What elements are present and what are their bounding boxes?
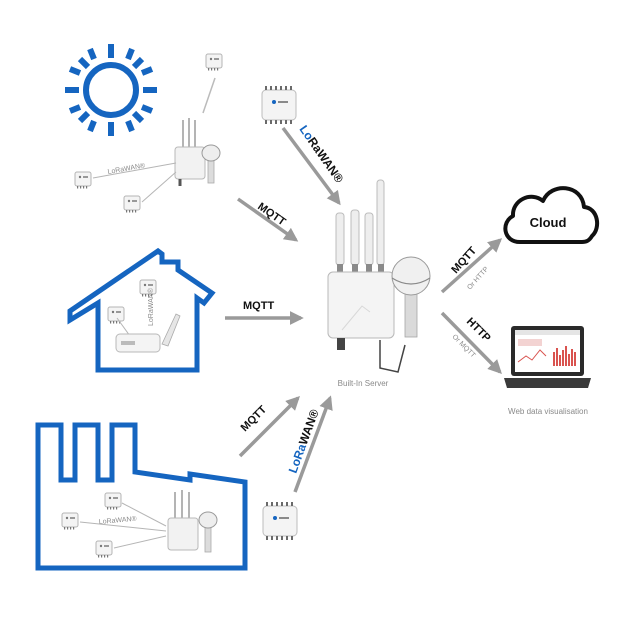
or-http-label: Or HTTP	[466, 266, 490, 292]
arrow-server-to-web	[440, 311, 502, 374]
sensor-icon	[107, 306, 125, 324]
factory-icon	[35, 422, 248, 571]
cloud-label: Cloud	[530, 215, 567, 230]
sun-icon	[65, 44, 157, 136]
lorawan-lo: Lo	[286, 456, 304, 475]
sensor-icon	[104, 492, 122, 510]
home-gateway-icon	[115, 313, 181, 353]
sensor-icon	[61, 512, 79, 530]
big-sensor-icon	[261, 85, 297, 125]
factory-gateway-icon	[167, 490, 218, 553]
arrow-server-to-cloud	[440, 238, 503, 294]
sensor-icon	[95, 540, 113, 558]
mqtt-label: MQTT	[243, 300, 274, 312]
lorawan-lo: Lo	[297, 123, 317, 143]
house-icon	[67, 247, 216, 373]
cloud-icon	[503, 186, 600, 244]
arrow-lorawan-bottom-to-server	[293, 395, 333, 493]
sensor-icon	[205, 53, 223, 71]
sensor-icon	[74, 171, 92, 189]
lorawan-small-label: LoRaWAN®	[107, 161, 147, 176]
big-sensor-icon	[262, 501, 298, 541]
server-caption: Built-In Server	[338, 379, 389, 388]
laptop-icon	[504, 326, 591, 388]
arrow-factory-to-server	[238, 396, 300, 458]
central-gateway-icon	[327, 179, 431, 373]
arrow-sun-to-server	[236, 197, 299, 242]
connection-arrows	[225, 126, 503, 493]
lorawan-wan: WAN®	[314, 147, 347, 185]
lorawan-ra: Ra	[291, 442, 310, 462]
web-caption: Web data visualisation	[508, 407, 588, 416]
arrow-lorawan-top-to-server	[281, 126, 341, 206]
sensor-icon	[123, 195, 141, 213]
lorawan-small-label: LoRaWAN®	[147, 287, 155, 326]
sun-gateway-icon	[174, 77, 221, 186]
lorawan-small-label: LoRaWAN®	[98, 515, 137, 526]
